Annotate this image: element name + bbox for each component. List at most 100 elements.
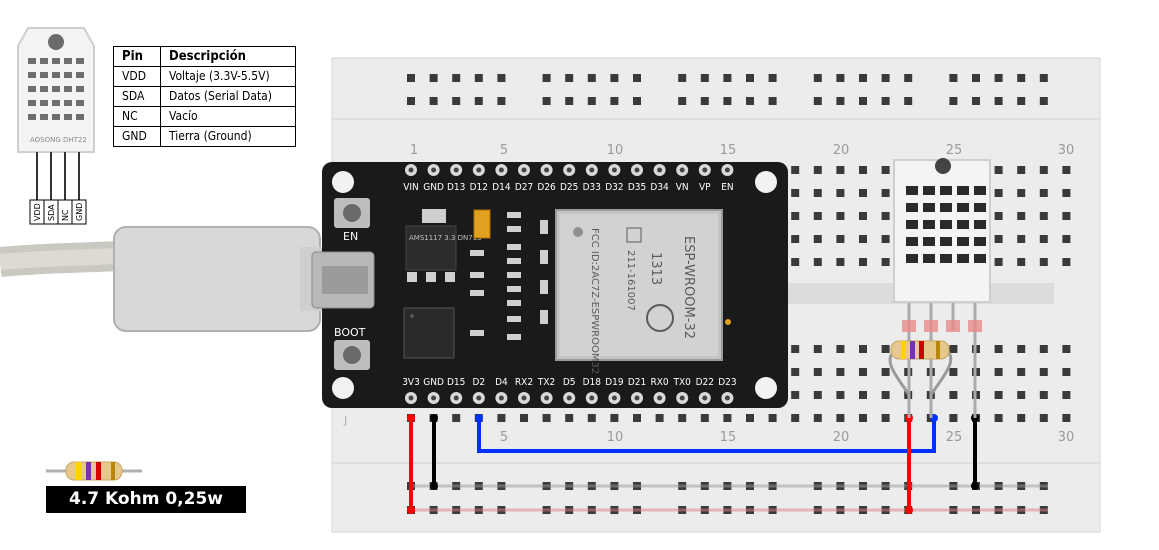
esp32-pin-label: D18 (583, 377, 602, 388)
esp32-pin-label: VN (676, 182, 689, 193)
sensor-lead-label: NC (61, 209, 70, 221)
breadboard-hole (791, 414, 800, 422)
breadboard-hole (859, 189, 867, 197)
breadboard-hole (859, 74, 867, 82)
breadboard-hole (994, 391, 1003, 399)
breadboard-hole (836, 97, 845, 105)
breadboard-hole (836, 391, 845, 399)
breadboard-hole (813, 212, 822, 220)
breadboard-hole (610, 414, 619, 422)
sensor-lead-label: GND (75, 203, 84, 221)
esp32-pin-label: 3V3 (402, 377, 420, 388)
breadboard-hole (813, 74, 822, 82)
row-letter: J (343, 414, 347, 427)
breadboard-hole (904, 97, 913, 105)
data-wire (477, 418, 936, 453)
breadboard-hole (836, 235, 845, 243)
breadboard-hole (949, 391, 958, 399)
breadboard-hole (949, 345, 958, 353)
esp32-pin-label: D12 (470, 182, 488, 193)
breadboard-hole (994, 189, 1003, 197)
esp32-pin-label: GND (423, 182, 444, 193)
breadboard-hole (836, 212, 845, 220)
breadboard-hole (791, 212, 800, 220)
breadboard-hole (1039, 97, 1048, 105)
breadboard-hole (542, 414, 551, 422)
breadboard-hole (633, 97, 641, 105)
module-marking: FCC ID:2AC7Z-ESPWROOM32 (589, 228, 600, 374)
breadboard-hole (655, 414, 664, 422)
breadboard-hole (881, 345, 890, 353)
description-column-header: Descripción (160, 46, 296, 67)
breadboard-hole (972, 97, 980, 105)
breadboard-hole (497, 74, 506, 82)
breadboard-hole (678, 97, 687, 105)
breadboard-hole (949, 97, 958, 105)
breadboard-hole (813, 189, 822, 197)
breadboard-hole (791, 189, 800, 197)
usb-cable (0, 226, 326, 332)
breadboard-hole (859, 97, 867, 105)
description-cell: Tierra (Ground) (160, 126, 296, 147)
breadboard-hole (520, 414, 528, 422)
breadboard-hole (768, 414, 777, 422)
breadboard-hole (633, 414, 641, 422)
breadboard-hole (881, 235, 890, 243)
breadboard-hole (881, 391, 890, 399)
breadboard-hole (1039, 74, 1048, 82)
breadboard-hole (1017, 97, 1026, 105)
boot-button-label: BOOT (334, 326, 366, 339)
esp32-pin-label: D13 (447, 182, 465, 193)
breadboard-hole (949, 74, 958, 82)
breadboard-hole (407, 97, 415, 105)
breadboard-hole (1017, 414, 1026, 422)
breadboard-hole (1039, 414, 1048, 422)
breadboard-hole (813, 368, 822, 376)
en-button-label: EN (343, 230, 358, 243)
esp32-pin-label: D2 (472, 377, 485, 388)
esp32-pin-label: GND (423, 377, 444, 388)
esp32-pin-label: D35 (628, 182, 646, 193)
esp32-pin-label: D34 (650, 182, 669, 193)
breadboard-hole (1062, 212, 1071, 220)
esp32-pin-label: D19 (605, 377, 624, 388)
breadboard-hole (700, 414, 709, 422)
esp32-pin-label: TX2 (537, 377, 555, 388)
table-row: GND Tierra (Ground) (113, 126, 296, 147)
breadboard-hole (678, 74, 687, 82)
breadboard-hole (610, 97, 619, 105)
breadboard-hole (1062, 166, 1071, 174)
breadboard-hole (1062, 345, 1071, 353)
breadboard-hole (452, 414, 461, 422)
pin-cell: VDD (113, 66, 161, 87)
breadboard-hole (768, 74, 777, 82)
breadboard-hole (836, 189, 845, 197)
esp32-pin-label: D25 (560, 182, 578, 193)
breadboard-hole (700, 97, 709, 105)
breadboard-hole (813, 235, 822, 243)
esp32-pin-label: D26 (537, 182, 556, 193)
breadboard-hole (859, 368, 867, 376)
pin-cell: SDA (113, 86, 161, 107)
pin-description-table: Pin Descripción VDD Voltaje (3.3V-5.5V) … (113, 46, 296, 147)
breadboard-hole (859, 212, 867, 220)
module-marking: 1313 (648, 252, 663, 285)
breadboard-hole (452, 97, 461, 105)
breadboard-hole (994, 74, 1003, 82)
column-number: 30 (1058, 430, 1075, 445)
breadboard-hole (994, 212, 1003, 220)
breadboard-hole (881, 166, 890, 174)
breadboard-hole (836, 258, 845, 266)
breadboard-hole (746, 97, 754, 105)
esp-wroom-32-module: ESP-WROOM-32 1313 211-161007 FCC ID:2AC7… (555, 209, 731, 374)
column-number: 15 (720, 430, 737, 445)
breadboard-hole (836, 414, 845, 422)
breadboard-hole (1017, 74, 1026, 82)
breadboard-hole (1039, 189, 1048, 197)
breadboard-hole (994, 97, 1003, 105)
breadboard-hole (881, 189, 890, 197)
breadboard-hole (723, 97, 732, 105)
breadboard-hole (949, 414, 958, 422)
pin-column-header: Pin (113, 46, 161, 67)
breadboard-hole (881, 97, 890, 105)
